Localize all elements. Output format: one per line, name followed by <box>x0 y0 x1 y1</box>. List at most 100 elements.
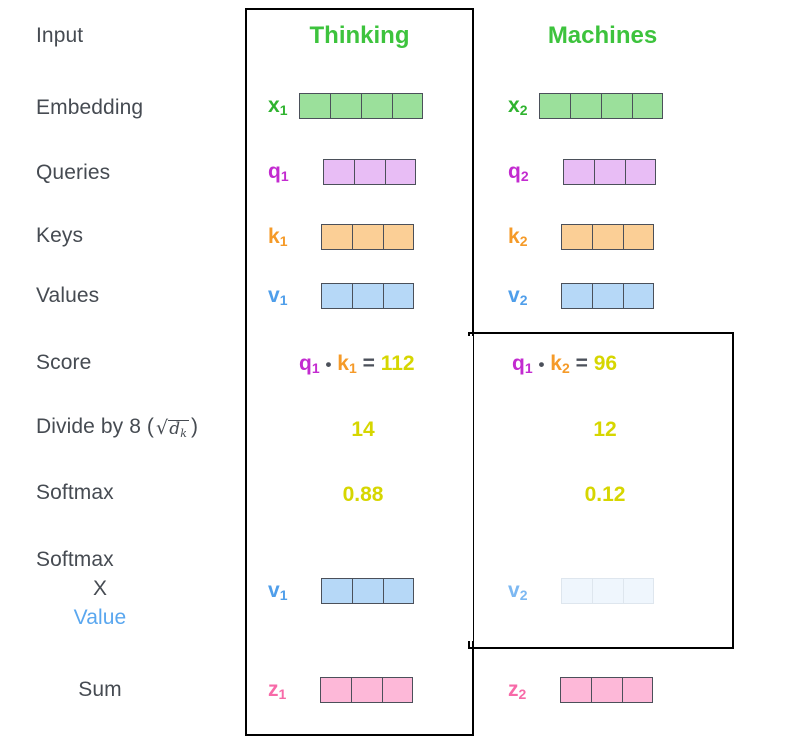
row-label-queries: Queries <box>36 161 111 184</box>
vector-cell <box>622 677 654 703</box>
divide-label-close-paren: ) <box>190 415 199 438</box>
vector-x2: x2 <box>508 93 664 119</box>
vector-cells-v1 <box>321 283 415 309</box>
vector-x1: x1 <box>268 93 424 119</box>
vector-cell <box>592 578 624 604</box>
vector-label-q2: q2 <box>508 160 529 184</box>
vector-label-k2: k2 <box>508 225 528 249</box>
score-q-term: q1 <box>299 352 320 376</box>
vector-label-v1-weighted: v1 <box>268 579 288 603</box>
sqrt-radicand: dk <box>168 420 189 440</box>
vector-cell <box>561 578 593 604</box>
vector-label-q1: q1 <box>268 160 289 184</box>
vector-cell <box>322 159 354 185</box>
equals-sign: = <box>362 352 375 375</box>
vector-cell <box>632 93 664 119</box>
vector-label-k1: k1 <box>268 225 288 249</box>
vector-cells-v2 <box>561 283 655 309</box>
vector-cell <box>383 578 415 604</box>
vector-cells-v1-weighted <box>321 578 415 604</box>
vector-cell <box>351 677 383 703</box>
vector-cell <box>352 224 384 250</box>
radicand-d: d <box>169 419 181 439</box>
row-label-keys: Keys <box>36 224 84 247</box>
row-label-softmax-times-value-line1: Softmax <box>36 548 114 571</box>
row-label-embedding: Embedding <box>36 96 144 119</box>
vector-cell <box>623 283 655 309</box>
vector-z2: z2 <box>508 677 654 703</box>
vector-cell <box>361 93 393 119</box>
vector-cell <box>592 224 624 250</box>
vector-cell <box>562 159 594 185</box>
equals-sign: = <box>575 352 588 375</box>
score-value-col2: 96 <box>593 352 618 375</box>
vector-cell <box>383 283 415 309</box>
vector-cells-q1 <box>322 159 416 185</box>
sqrt-dk-formula: √dk <box>154 417 191 440</box>
vector-v2-weighted: v2 <box>508 578 655 604</box>
vector-cells-k2 <box>561 224 655 250</box>
vector-cell <box>299 93 331 119</box>
box-overlap-seam <box>466 336 473 641</box>
row-label-softmax: Softmax <box>36 481 114 504</box>
vector-cell <box>321 224 353 250</box>
score-formula-col2: q1 • k2 = 96 <box>512 353 617 375</box>
score-q-term: q1 <box>512 352 533 376</box>
vector-cell <box>561 224 593 250</box>
vector-cell <box>353 159 385 185</box>
vector-cell <box>592 283 624 309</box>
vector-z1: z1 <box>268 677 414 703</box>
divided-value-col1: 14 <box>351 418 375 441</box>
softmax-value-col2: 0.12 <box>584 483 626 506</box>
vector-cell <box>601 93 633 119</box>
vector-cells-k1 <box>321 224 415 250</box>
vector-cell <box>382 677 414 703</box>
vector-cell <box>384 159 416 185</box>
softmax-value-col1: 0.88 <box>342 483 384 506</box>
vector-label-v1: v1 <box>268 284 288 308</box>
vector-cell <box>624 159 656 185</box>
vector-cell <box>623 578 655 604</box>
vector-cell <box>392 93 424 119</box>
vector-cells-v2-weighted <box>561 578 655 604</box>
vector-v1: v1 <box>268 283 415 309</box>
thinking-attention-box <box>245 8 474 736</box>
vector-cell <box>321 578 353 604</box>
divided-value-col2: 12 <box>593 418 617 441</box>
vector-k2: k2 <box>508 224 655 250</box>
vector-cell <box>539 93 571 119</box>
vector-k1: k1 <box>268 224 415 250</box>
dot-product-icon: • <box>325 355 332 374</box>
column-title-thinking: Thinking <box>309 22 410 49</box>
dot-product-icon: • <box>538 355 545 374</box>
vector-q1: q1 <box>268 159 416 185</box>
vector-cell <box>352 578 384 604</box>
row-label-input: Input <box>36 24 84 47</box>
vector-cell <box>593 159 625 185</box>
divide-label-text: Divide by 8 ( <box>36 415 155 438</box>
score-formula-col1: q1 • k1 = 112 <box>299 353 415 375</box>
vector-label-x1: x1 <box>268 94 288 118</box>
vector-label-v2-weighted: v2 <box>508 579 528 603</box>
vector-label-z2: z2 <box>508 678 527 702</box>
vector-cell <box>560 677 592 703</box>
sqrt-sign: √ <box>156 417 169 439</box>
vector-cells-x1 <box>299 93 424 119</box>
vector-cell <box>383 224 415 250</box>
row-label-divide-by-8: Divide by 8 (√dk) <box>36 415 198 440</box>
score-k-term: k1 <box>337 352 357 376</box>
vector-cells-z2 <box>560 677 654 703</box>
vector-cell <box>330 93 362 119</box>
vector-cell <box>321 283 353 309</box>
vector-cell <box>623 224 655 250</box>
score-value-col1: 112 <box>380 352 415 375</box>
radicand-subscript-k: k <box>180 427 187 440</box>
vector-cell <box>591 677 623 703</box>
row-label-sum: Sum <box>78 678 122 701</box>
score-k-term: k2 <box>550 352 570 376</box>
vector-v2: v2 <box>508 283 655 309</box>
vector-label-v2: v2 <box>508 284 528 308</box>
vector-cell <box>320 677 352 703</box>
vector-cells-q2 <box>562 159 656 185</box>
vector-cells-x2 <box>539 93 664 119</box>
